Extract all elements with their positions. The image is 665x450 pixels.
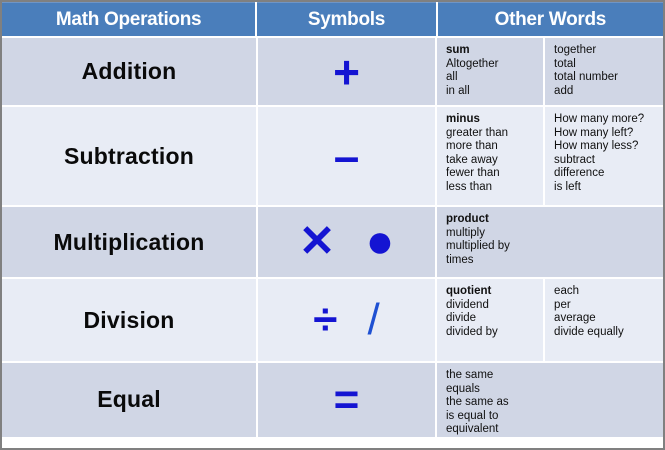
header-cell-math-operations: Math Operations <box>2 2 256 36</box>
other-word: multiply <box>446 226 485 239</box>
other-word: minus <box>446 113 480 125</box>
other-word: How many left? <box>554 126 634 139</box>
other-word: total number <box>554 71 618 84</box>
symbols-cell: ✕● <box>256 207 435 277</box>
slash-divide-symbol: / <box>367 295 380 344</box>
other-word: quotient <box>446 285 492 297</box>
other-words-right-group <box>543 363 661 437</box>
operation-name-subtraction: Subtraction <box>64 142 194 169</box>
other-word: less than <box>446 180 493 193</box>
other-word: greater than <box>446 126 509 139</box>
dot-multiply-symbol: ● <box>365 215 395 268</box>
other-word: the same as <box>446 396 509 409</box>
other-word: divide <box>446 312 477 325</box>
other-word: How many more? <box>554 113 645 125</box>
other-word: How many less? <box>554 140 639 153</box>
other-words-right-group <box>543 207 661 277</box>
other-word: more than <box>446 140 498 153</box>
other-word: per <box>554 298 571 311</box>
header-cell-other-words: Other Words <box>437 2 663 36</box>
other-word: all <box>446 71 458 84</box>
header-cell-symbols: Symbols <box>257 2 436 36</box>
other-word: is left <box>554 180 581 193</box>
other-word: multiplied by <box>446 240 510 253</box>
operation-name-multiplication: Multiplication <box>53 228 205 255</box>
other-word: take away <box>446 153 498 166</box>
other-word: in all <box>446 84 470 97</box>
plus-symbol: + <box>333 45 360 98</box>
other-word: divided by <box>446 325 498 338</box>
equals-symbol: = <box>333 374 360 424</box>
other-word: average <box>554 312 596 325</box>
operation-name-equal: Equal <box>97 386 161 413</box>
operation-name-addition: Addition <box>81 58 177 84</box>
minus-symbol: – <box>333 130 360 182</box>
other-word: add <box>554 84 574 97</box>
operation-name-division: Division <box>83 306 175 333</box>
other-word: each <box>554 285 579 297</box>
other-word: the same <box>446 369 494 381</box>
other-word: times <box>446 253 474 266</box>
symbols-cell: + <box>256 38 435 105</box>
other-word: product <box>446 213 489 225</box>
other-word: fewer than <box>446 167 500 180</box>
symbols-cell: ÷/ <box>256 279 435 361</box>
other-word: is equal to <box>446 409 499 422</box>
other-word: together <box>554 44 597 56</box>
table-header-row: Math Operations Symbols Other Words <box>2 2 663 36</box>
symbols-cell: = <box>256 363 435 437</box>
other-word: equivalent <box>446 423 499 436</box>
other-word: Altogether <box>446 57 499 70</box>
divide-symbol: ÷ <box>313 295 338 344</box>
other-word: subtract <box>554 153 595 166</box>
other-word: divide equally <box>554 325 624 338</box>
other-word: equals <box>446 382 480 395</box>
other-word: dividend <box>446 298 489 311</box>
other-word: total <box>554 57 576 70</box>
other-words-right-group: How many more?How many left?How many les… <box>543 107 661 205</box>
symbols-cell: – <box>256 107 435 205</box>
other-word: difference <box>554 167 605 180</box>
other-word: sum <box>446 44 470 56</box>
times-symbol: ✕ <box>298 217 336 266</box>
